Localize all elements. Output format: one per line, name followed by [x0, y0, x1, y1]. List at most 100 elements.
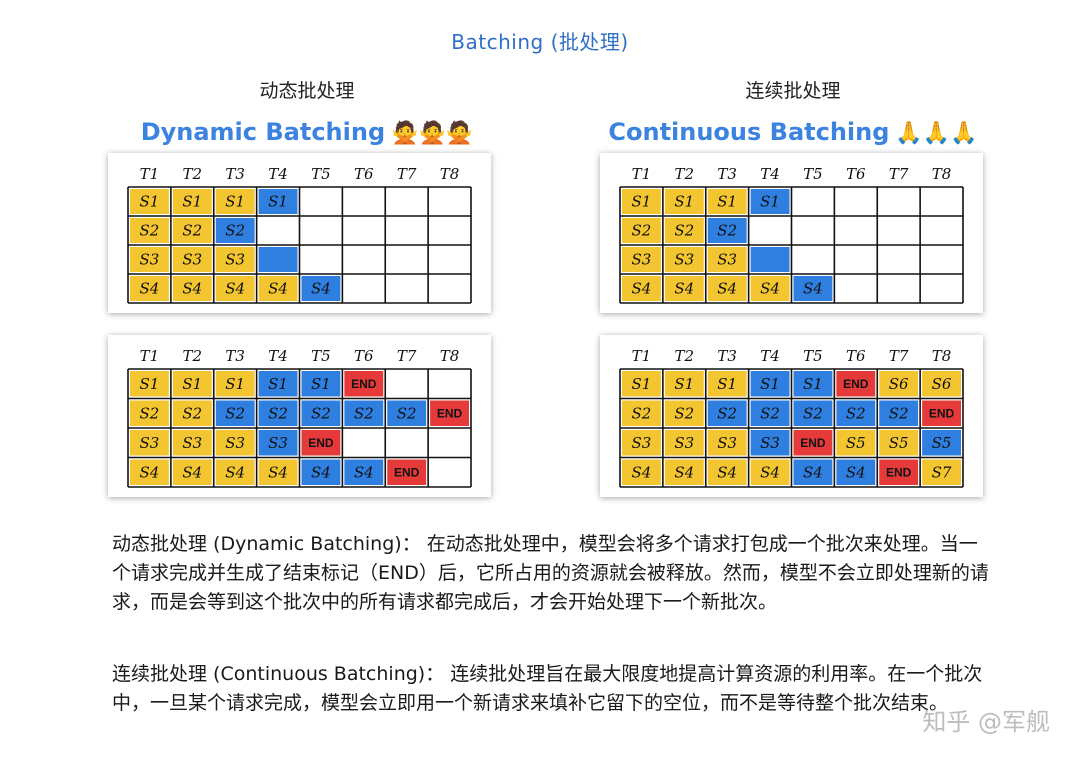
- cell-blue: [215, 218, 255, 243]
- sequence-label: S7: [932, 463, 952, 481]
- sequence-label: S2: [225, 404, 245, 422]
- sequence-label: S2: [354, 404, 374, 422]
- sequence-label: S4: [803, 280, 823, 298]
- sequence-label: S4: [354, 463, 374, 481]
- cell-yellow: [622, 430, 661, 456]
- sequence-label: S1: [717, 193, 737, 211]
- sequence-label: S3: [632, 251, 652, 269]
- cell-yellow: [750, 459, 790, 485]
- sequence-label: S2: [225, 222, 245, 240]
- sequence-label: S2: [311, 404, 331, 422]
- cell-blue: [301, 276, 341, 301]
- cell-yellow: [664, 189, 704, 214]
- sequence-label: S2: [182, 222, 202, 240]
- dynamic-subheading: Dynamic Batching🙅🙅🙅: [97, 118, 517, 146]
- sequence-label: S2: [140, 404, 160, 422]
- no-gesture-icon: 🙅🙅🙅: [391, 121, 474, 146]
- cell-blue: [836, 459, 876, 485]
- sequence-label: S4: [674, 280, 694, 298]
- sequence-label: S2: [846, 404, 866, 422]
- sequence-label: S2: [632, 222, 652, 240]
- sequence-label: S4: [225, 463, 245, 481]
- cell-yellow: [707, 189, 747, 214]
- sequence-label: S1: [760, 375, 780, 393]
- sequence-label: S4: [717, 463, 737, 481]
- cell-yellow: [130, 400, 169, 426]
- end-token-label: END: [929, 406, 955, 420]
- cell-blue: [258, 400, 298, 426]
- sequence-label: S4: [803, 463, 823, 481]
- cell-yellow: [922, 459, 961, 485]
- continuous-subheading: Continuous Batching🙏🙏🙏: [583, 118, 1003, 146]
- sequence-label: S3: [140, 251, 160, 269]
- cell-yellow: [215, 276, 255, 301]
- time-label: T6: [846, 347, 866, 365]
- sequence-label: S4: [268, 280, 288, 298]
- cell-yellow: [172, 400, 212, 426]
- time-label: T6: [846, 165, 866, 183]
- cell-blue: [750, 430, 790, 456]
- time-label: T8: [932, 165, 952, 183]
- cell-red: [879, 459, 919, 485]
- sequence-label: S2: [140, 222, 160, 240]
- cell-yellow: [215, 430, 255, 456]
- sequence-label: S2: [268, 404, 288, 422]
- cell-blue: [793, 371, 833, 397]
- time-label: T3: [225, 347, 245, 365]
- time-label: T6: [354, 347, 374, 365]
- cell-yellow: [622, 189, 661, 214]
- sequence-label: S4: [268, 463, 288, 481]
- cell-yellow: [707, 371, 747, 397]
- sequence-label: S2: [674, 404, 694, 422]
- cell-red: [922, 400, 961, 426]
- sequence-label: S4: [760, 280, 780, 298]
- cell-yellow: [130, 430, 169, 456]
- cell-blue: [258, 247, 298, 272]
- sequence-label: S2: [397, 404, 417, 422]
- cell-yellow: [707, 276, 747, 301]
- sequence-label: S1: [632, 193, 652, 211]
- sequence-label: S3: [140, 434, 160, 452]
- sequence-label: S4: [311, 280, 331, 298]
- dynamic-heading: 动态批处理: [259, 80, 355, 102]
- sequence-label: S4: [140, 280, 160, 298]
- cell-yellow: [664, 247, 704, 272]
- time-label: T2: [675, 347, 695, 365]
- cell-blue: [793, 276, 833, 301]
- sequence-label: S4: [632, 280, 652, 298]
- cell-yellow: [172, 459, 212, 485]
- time-label: T7: [889, 165, 909, 183]
- sequence-label: S3: [717, 251, 737, 269]
- time-label: T1: [140, 165, 160, 183]
- sequence-label: S1: [225, 193, 245, 211]
- cell-blue: [301, 400, 341, 426]
- time-label: T3: [225, 165, 245, 183]
- cell-blue: [922, 430, 961, 456]
- sequence-label: S1: [268, 193, 288, 211]
- cell-red: [430, 400, 469, 426]
- sequence-label: S5: [889, 434, 909, 452]
- sequence-label: S6: [932, 375, 952, 393]
- page-title: Batching (批处理): [451, 30, 629, 54]
- sequence-label: S4: [140, 463, 160, 481]
- cell-yellow: [215, 459, 255, 485]
- cell-yellow: [622, 400, 661, 426]
- time-label: T7: [889, 347, 909, 365]
- sequence-label: S4: [760, 463, 780, 481]
- sequence-label: S2: [674, 222, 694, 240]
- sequence-label: S2: [803, 404, 823, 422]
- cell-blue: [750, 371, 790, 397]
- sequence-label: S1: [182, 193, 202, 211]
- sequence-label: S3: [674, 434, 694, 452]
- cell-yellow: [664, 459, 704, 485]
- cell-blue: [750, 189, 790, 214]
- cell-yellow: [707, 459, 747, 485]
- cell-blue: [258, 430, 298, 456]
- sequence-label: S2: [760, 404, 780, 422]
- cell-yellow: [664, 400, 704, 426]
- cell-yellow: [879, 371, 919, 397]
- sequence-label: S4: [182, 463, 202, 481]
